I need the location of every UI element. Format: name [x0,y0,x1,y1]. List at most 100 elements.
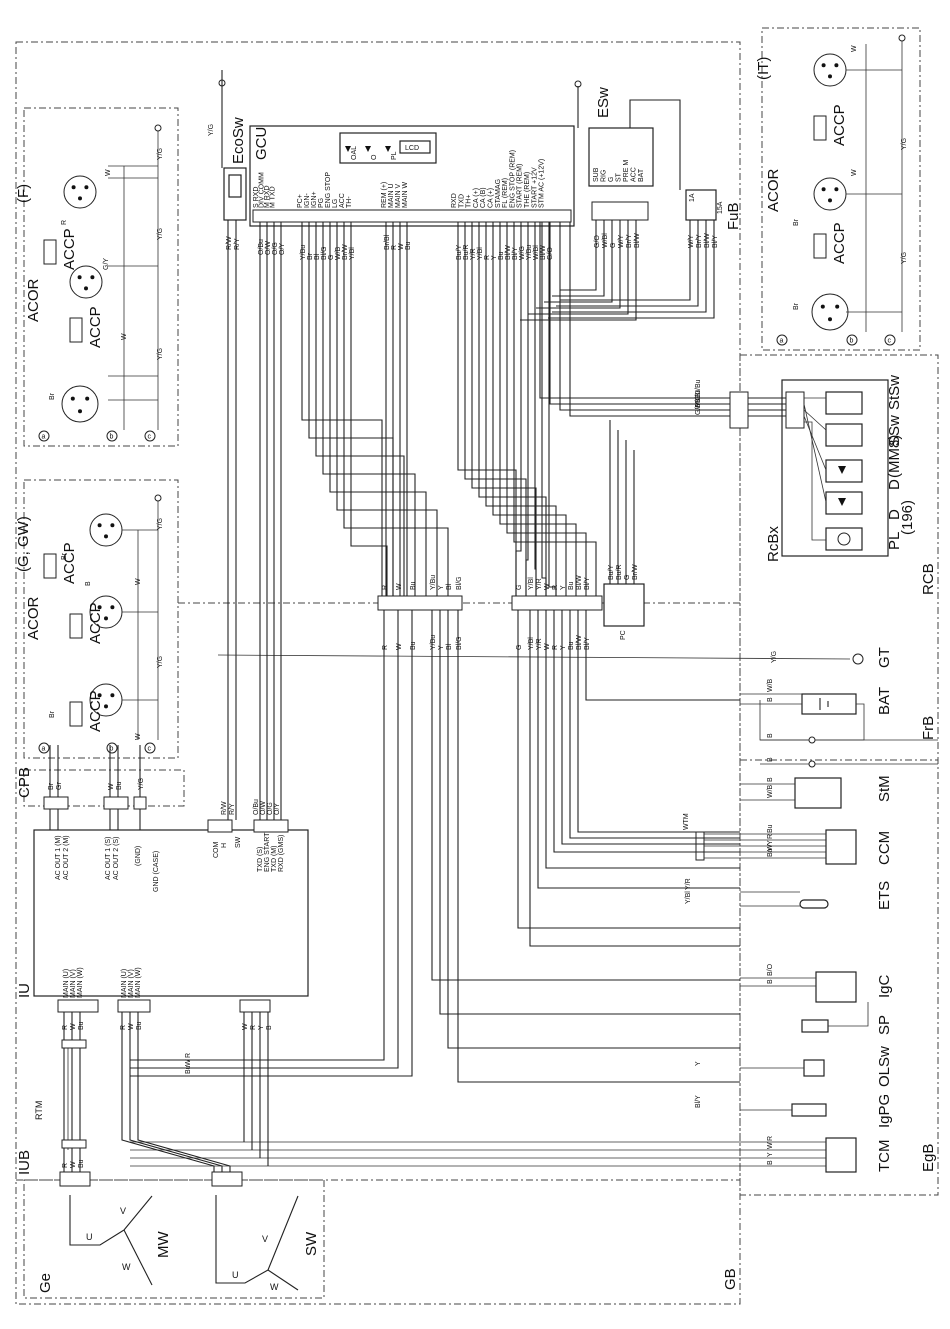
gcu-pin-label: START (REM) [517,164,524,208]
wire-label: O/W [260,801,267,815]
wire-label: Bu [498,251,505,260]
wire-label: W [121,333,128,340]
iu-terminal-label: H [221,843,228,848]
label-cpb: CPB [16,767,33,798]
gcu-pin-label: TH- [346,196,353,208]
wire-label: B [767,757,774,762]
sw-label: SW [303,1231,320,1256]
wire [548,220,715,319]
wire-label: Y/G [771,651,778,663]
gcu-pin-label: M TXD [270,186,277,208]
label-f: (F) [15,184,32,203]
gt-icon [852,653,864,665]
outlet-f-a [61,385,99,423]
gcu-pin-label: CA (+) [473,188,480,208]
wire [534,222,537,596]
accp-breaker [813,233,827,259]
wire-label: Bl [314,253,321,260]
wire [130,610,413,1077]
outlet-slot-icon [821,187,826,192]
wire-label: B [767,777,774,782]
pc-connector: PC [603,583,645,640]
wire-label: Y/Bu [430,575,437,590]
wire [129,1012,223,1172]
wire [520,220,637,321]
wire-color-labels: R/WR/WR/YR/YY/GO/BuO/BuO/WO/WO/GO/GO/YO/… [48,233,778,1168]
wire-label: O/G [272,242,279,255]
wire [447,610,740,1049]
fub-label: FuB [725,202,742,230]
wire-label: Y/Bl [685,891,692,904]
wire-label: W [108,783,115,790]
outlet-mark [776,334,788,346]
wire-label: R [767,1136,774,1141]
iub-connector-mw [59,1171,91,1187]
outlet-slot-icon [85,396,90,401]
gcu-pin-label: START +12V [531,167,538,208]
gcu-pin-label: MAIN V [395,184,402,208]
wire-label: Bl/Y [584,637,591,650]
iu-terminal-label: TXD (S) [257,847,264,872]
wire-label: O/W [265,241,272,255]
label-frb: FrB [920,716,937,740]
wire [130,610,399,1069]
wire-label: B [767,697,774,702]
wire-label: Bl/W [634,233,641,248]
wire-label: B [266,1025,273,1030]
wire [548,222,557,596]
accp-label: ACCP [87,306,104,348]
wire-label: Br [49,710,56,718]
lamp-icon [837,532,851,546]
wire-label: B/O [767,963,774,976]
wire-label: Bl/G [321,246,328,260]
iu-terminal-label: RXD (GMS) [278,835,285,872]
wire-label: Y/R [536,638,543,650]
wire-label: Bl/G [456,636,463,650]
iu-bottom-connector-c [239,999,271,1013]
gcu-connector [252,209,572,223]
iu-terminal-label: MAIN (W) [135,967,142,998]
outlet-slot-icon [821,63,826,68]
wire-label: B [85,581,92,586]
outlet-mark [106,430,118,442]
wire-label: W/B [767,784,774,798]
wire-label: Y/Bl [349,247,356,260]
wire [536,220,621,309]
outlet-mark [846,334,858,346]
gcu-pin-label: THE (REM) [524,172,531,208]
wire-label: Y [767,840,774,845]
d2-label: D [886,509,903,520]
label-it: (IT) [755,57,772,80]
wire-label: Bu [410,641,417,650]
gcu-pin-label: S RXD [253,187,260,208]
rtm-label: RTM [34,1101,44,1120]
wire-label: O/G [267,802,274,815]
wire-label: W [70,1023,77,1030]
wire-label: W/Y [688,234,695,248]
wire-label: Br/Bl [384,234,391,250]
accp-breaker [813,115,827,141]
right-components: GT BAT StM CCM ETS IgC SP OLSw IgPG TCM … [683,647,893,1173]
wire-label: Bu [136,1021,143,1030]
rtm-ring [61,1039,87,1049]
wire-label: W [242,1023,249,1030]
wire-label: R [767,834,774,839]
wire-label: Bl/W [505,245,512,260]
esw-pin-label: ST [616,172,623,182]
wire-label: W/B [335,246,342,260]
sw-u: U [232,1270,239,1280]
olsw-box [803,1059,825,1077]
wire [350,222,388,596]
rcbx-plug [729,391,749,429]
wire-label: B [767,1160,774,1165]
wire-label: W [767,844,774,851]
eco-switch: EcoSw Y/G [208,79,247,221]
wire-label: Y [258,1025,265,1030]
wire-label: Y [438,645,445,650]
wire-label: W/Bl [602,233,609,248]
wire-label: W/Y [618,234,625,248]
outlet-slot-icon [104,534,108,539]
label-iub: IUB [16,1150,33,1175]
gcu-pin-label: STM AC (+12V) [539,159,546,208]
